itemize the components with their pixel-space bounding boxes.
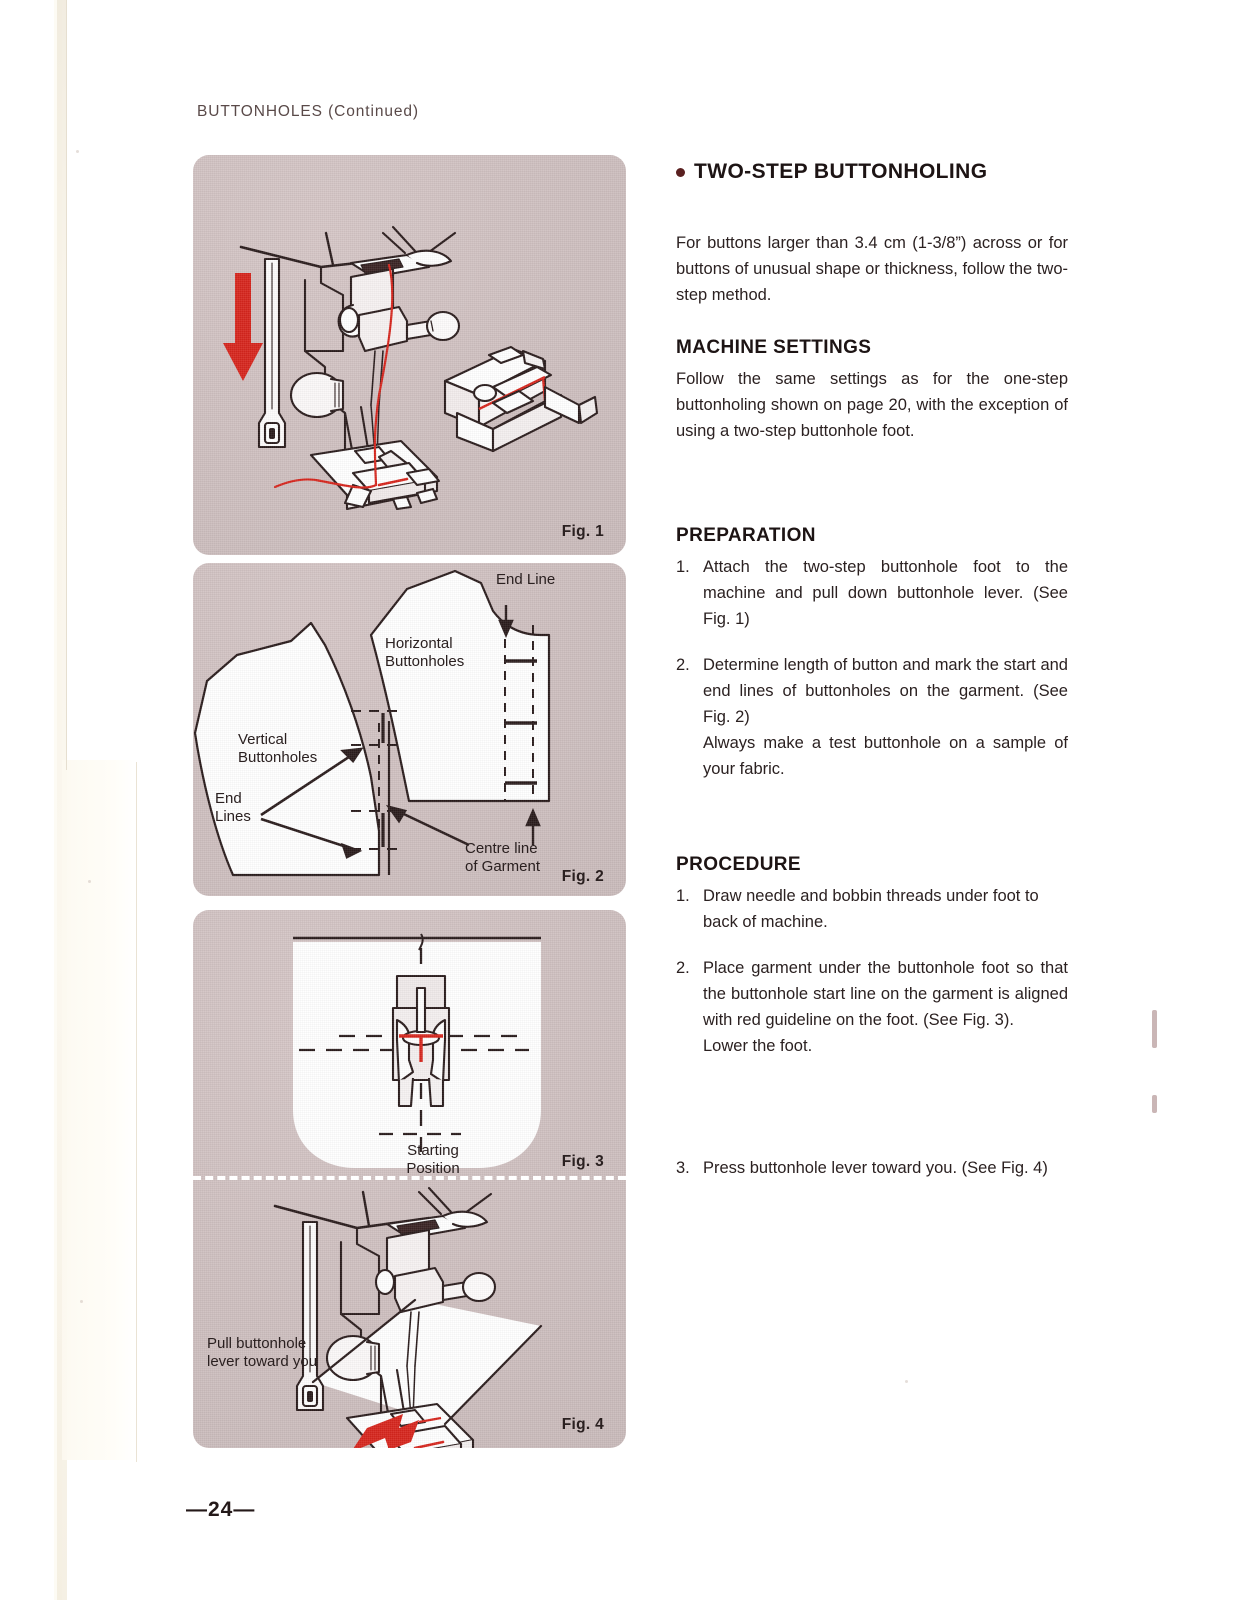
figure-3-illustration	[293, 933, 541, 1168]
machine-settings-body: Follow the same settings as for the one-…	[676, 370, 1068, 440]
running-head: BUTTONHOLES (Continued)	[197, 103, 419, 120]
figure-separator-dashed-line	[193, 1176, 626, 1180]
scan-speck	[88, 880, 91, 883]
step-number: 3.	[676, 1159, 690, 1177]
preparation-block: PREPARATION 1. Attach the two-step butto…	[676, 525, 1068, 782]
list-item: Lower the foot.	[676, 1033, 1068, 1059]
figure-2-label-centre-line: Centre line of Garment	[465, 840, 541, 875]
page-edge-line-upper	[66, 0, 67, 770]
step-number: 1.	[676, 558, 690, 576]
preparation-title: PREPARATION	[676, 525, 816, 546]
machine-settings-block: MACHINE SETTINGS Follow the same setting…	[676, 337, 1068, 444]
scan-speck	[76, 150, 79, 153]
figure-1-panel: Fig. 1	[193, 155, 626, 555]
intro-paragraph: For buttons larger than 3.4 cm (1-3/8”) …	[676, 234, 1068, 304]
procedure-steps: 1. Draw needle and bobbin threads under …	[676, 883, 1068, 1181]
figure-2-label-end-line: End Line	[496, 571, 556, 588]
list-item: 2. Place garment under the buttonhole fo…	[676, 955, 1068, 1033]
step-number	[676, 1033, 696, 1059]
figure-2-panel: End Line Horizontal Buttonholes Vertical…	[193, 563, 626, 896]
list-item: 2. Determine length of button and mark t…	[676, 652, 1068, 730]
red-down-arrow	[223, 273, 263, 381]
step-text: Determine length of button and mark the …	[703, 656, 1068, 726]
figure-3-caption: Fig. 3	[561, 1153, 604, 1170]
page-edge-shadow-lower	[62, 760, 136, 1460]
step-text: Draw needle and bobbin threads under foo…	[703, 887, 1039, 931]
figure-4-caption: Fig. 4	[561, 1416, 604, 1433]
figure-4-illustration	[273, 1186, 543, 1448]
figure-2-label-end-lines: End Lines	[215, 790, 251, 825]
procedure-block: PROCEDURE 1. Draw needle and bobbin thre…	[676, 854, 1068, 1181]
figure-1-illustration	[223, 225, 599, 511]
figure-1-caption: Fig. 1	[561, 523, 604, 540]
figure-2-caption: Fig. 2	[561, 868, 604, 885]
step-text: Attach the two-step buttonhole foot to t…	[703, 558, 1068, 628]
instructions-column: TWO-STEP BUTTONHOLING For buttons larger…	[676, 160, 1068, 1201]
figure-2-label-vertical-buttonholes: Vertical Buttonholes	[238, 731, 318, 766]
page-number: —24—	[186, 1498, 256, 1521]
step-text: Press buttonhole lever toward you. (See …	[703, 1159, 1048, 1177]
list-item: 1. Draw needle and bobbin threads under …	[676, 883, 1068, 935]
bullet-icon	[676, 167, 685, 177]
scan-speck	[905, 1380, 908, 1383]
step-text: Always make a test buttonhole on a sampl…	[703, 734, 1068, 778]
intro-block: For buttons larger than 3.4 cm (1-3/8”) …	[676, 230, 1068, 308]
step-text: Place garment under the buttonhole foot …	[703, 959, 1068, 1029]
procedure-title: PROCEDURE	[676, 854, 802, 875]
scan-edge-mark	[1152, 1095, 1157, 1113]
machine-settings-title: MACHINE SETTINGS	[676, 337, 872, 358]
scan-speck	[80, 1300, 83, 1303]
figure-4-label-pull-lever: Pull buttonhole lever toward you	[207, 1335, 318, 1370]
list-item: Always make a test buttonhole on a sampl…	[676, 730, 1068, 782]
figure-2-label-horizontal-buttonholes: Horizontal Buttonholes	[385, 635, 465, 670]
preparation-steps: 1. Attach the two-step buttonhole foot t…	[676, 554, 1068, 782]
step-number: 2.	[676, 656, 690, 674]
figure-3-label-starting-position: Starting Position	[406, 1142, 460, 1177]
list-item: 3. Press buttonhole lever toward you. (S…	[676, 1155, 1068, 1181]
step-number	[676, 730, 696, 782]
scan-edge-mark	[1152, 1010, 1157, 1048]
step-number: 2.	[676, 959, 690, 977]
step-number: 1.	[676, 887, 690, 905]
figure-2-illustration	[193, 569, 551, 877]
step-text: Lower the foot.	[703, 1037, 813, 1055]
section-heading-two-step-buttonholing: TWO-STEP BUTTONHOLING	[676, 160, 1068, 184]
section-heading-label: TWO-STEP BUTTONHOLING	[694, 160, 988, 183]
red-feed-arrow	[353, 1414, 419, 1448]
page-edge-line-lower	[136, 762, 137, 1462]
list-item: 1. Attach the two-step buttonhole foot t…	[676, 554, 1068, 632]
